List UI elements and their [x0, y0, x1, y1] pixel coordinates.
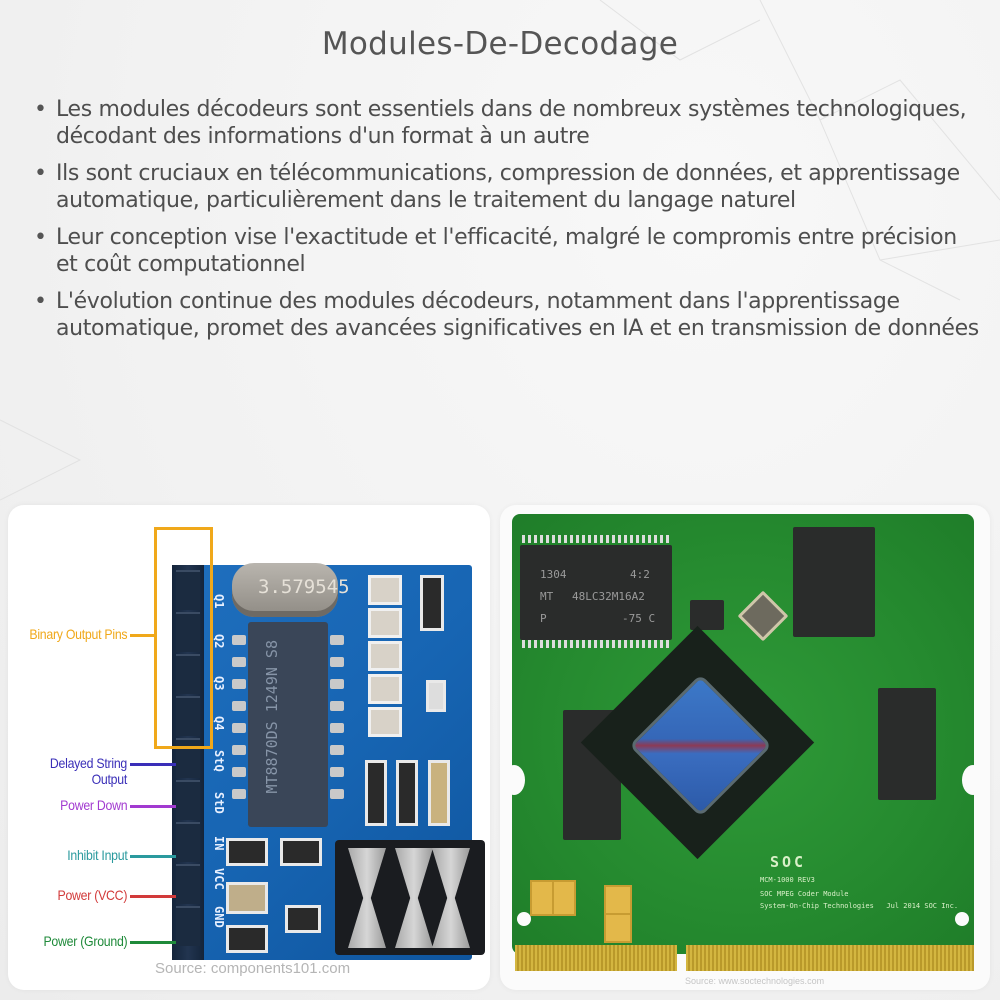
callout-power-vcc: Power (VCC) [57, 887, 127, 903]
ram-marking: 4:2 [630, 568, 650, 581]
led [368, 707, 402, 737]
pin-label-gnd: GND [212, 906, 226, 928]
ram-marking: P [540, 612, 547, 625]
smd-component [426, 680, 446, 712]
edge-connector [686, 945, 974, 971]
header-pin [176, 696, 200, 736]
callout-binary-output-pins: Binary Output Pins [29, 626, 127, 642]
ram-marking: 48LC32M16A2 [572, 590, 645, 603]
smd-resistor [280, 838, 322, 866]
tantalum-capacitor [604, 885, 632, 915]
sdram-chip [520, 545, 672, 640]
header-pin [176, 822, 200, 862]
callout-line [130, 941, 176, 944]
crystal-marking: 3.579545 [258, 576, 350, 598]
smd-resistor [365, 760, 387, 826]
binary-output-bracket [154, 527, 213, 749]
pin-label-q1: Q1 [212, 594, 226, 609]
mounting-hole [517, 912, 531, 926]
smd-component [420, 575, 444, 631]
pin-label-q4: Q4 [212, 716, 226, 731]
header-pin [176, 738, 200, 778]
image-source-right: Source: www.soctechnologies.com [685, 976, 825, 986]
crystal-oscillator [232, 563, 338, 617]
callout-line [130, 634, 154, 637]
bullet-item: Les modules décodeurs sont essentiels da… [32, 96, 982, 150]
pin-label-stq: StQ [212, 750, 226, 772]
analog-devices-chip [793, 527, 875, 637]
callout-power-down: Power Down [59, 797, 127, 813]
ram-marking: 1304 [540, 568, 567, 581]
header-pin [176, 654, 200, 694]
pin-label-q3: Q3 [212, 676, 226, 691]
tantalum-capacitor [530, 880, 554, 916]
callout-inhibit-input: Inhibit Input [66, 847, 128, 863]
pin-label-std: StD [212, 792, 226, 814]
callout-delayed-string-output: Delayed String Output [49, 755, 127, 787]
tantalum-capacitor [604, 913, 632, 943]
led [368, 575, 402, 605]
transistor [285, 905, 321, 933]
decoder-ic [248, 622, 328, 827]
bullet-item: Leur conception vise l'exactitude et l'e… [32, 224, 982, 278]
smd-resistor [396, 760, 418, 826]
chip-marking: MT8870DS 1249N S8 [263, 640, 281, 794]
callout-line [130, 855, 176, 858]
page-title: Modules-De-Decodage [321, 26, 679, 62]
header-pin [176, 570, 200, 610]
tantalum-capacitor [552, 880, 576, 916]
pin-label-vcc: VCC [212, 868, 226, 890]
callout-line [130, 805, 176, 808]
board-manufacturer: System-On-Chip Technologies Jul 2014 SOC… [760, 902, 959, 910]
mounting-hole [955, 912, 969, 926]
bullet-item: L'évolution continue des modules décodeu… [32, 288, 982, 342]
callout-line [130, 895, 176, 898]
pin-label-q2: Q2 [212, 634, 226, 649]
bullet-list: Les modules décodeurs sont essentiels da… [32, 96, 982, 352]
header-pin [176, 780, 200, 820]
smd-capacitor [226, 882, 268, 914]
led [368, 608, 402, 638]
small-chip [690, 600, 724, 630]
bullet-item: Ils sont cruciaux en télécommunications,… [32, 160, 982, 214]
edge-connector [515, 945, 677, 971]
led [368, 641, 402, 671]
header-pin [176, 612, 200, 652]
ram-marking: -75 C [622, 612, 656, 625]
image-source-left: Source: components101.com [155, 960, 351, 977]
board-notch [962, 765, 984, 795]
board-description: SOC MPEG Coder Module [760, 890, 849, 898]
callout-power-ground: Power (Ground) [43, 933, 127, 949]
callout-line [130, 763, 176, 766]
led [368, 674, 402, 704]
smd-capacitor [428, 760, 450, 826]
pin-label-in: IN [212, 836, 226, 851]
header-pin [176, 864, 200, 904]
smd-resistor [226, 925, 268, 953]
board-model: MCM-1000 REV3 [760, 876, 815, 884]
ram-marking: MT [540, 590, 554, 603]
memory-chip [878, 688, 936, 800]
smd-resistor [226, 838, 268, 866]
board-notch [503, 765, 525, 795]
header-pin [176, 906, 200, 946]
soc-label: SOC [770, 853, 807, 871]
